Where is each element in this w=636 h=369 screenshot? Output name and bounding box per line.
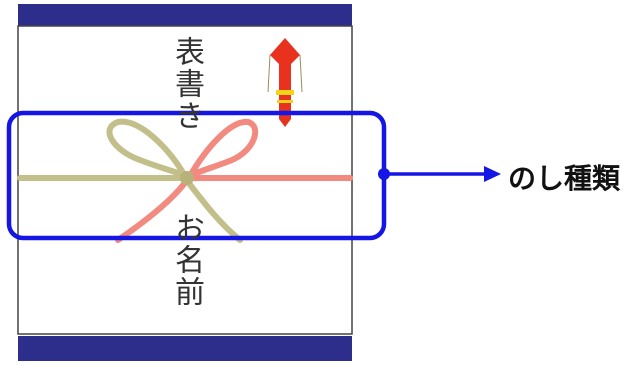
top-band bbox=[18, 4, 352, 26]
callout-arrowhead-icon bbox=[484, 166, 501, 182]
noshi-type-callout-label: のし種類 bbox=[508, 162, 621, 195]
noshi-ornament-icon bbox=[267, 38, 303, 127]
mizuhiki-knot bbox=[180, 171, 194, 185]
omote-gaki-label: 表書き bbox=[169, 36, 204, 132]
mizuhiki-gold-ribbon bbox=[17, 118, 243, 243]
mizuhiki-red-ribbon bbox=[115, 118, 353, 243]
name-label: お名前 bbox=[169, 212, 204, 308]
bottom-band bbox=[18, 336, 352, 361]
